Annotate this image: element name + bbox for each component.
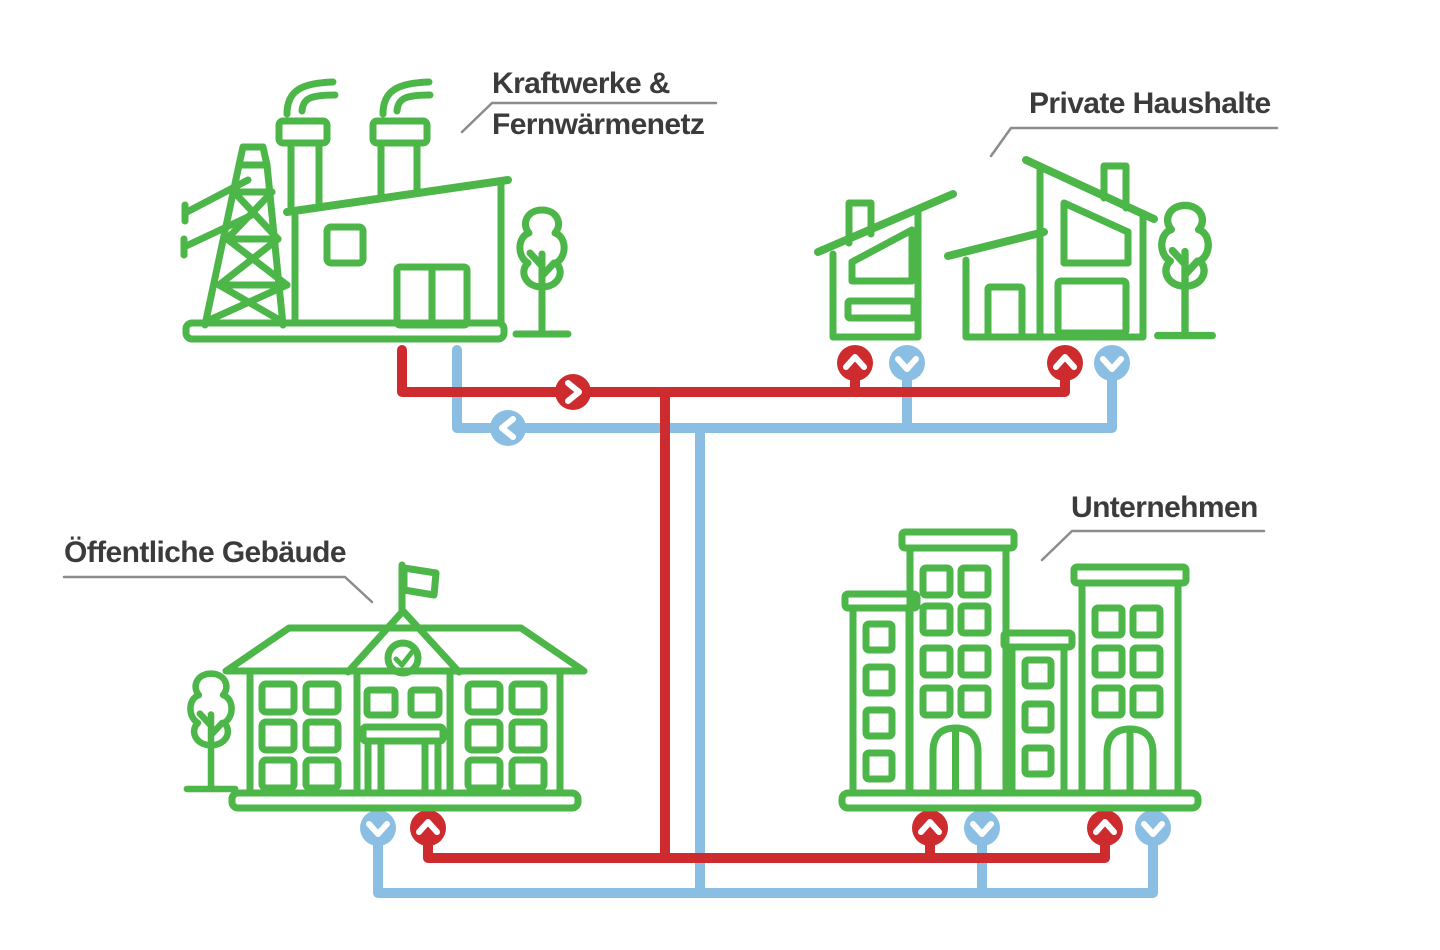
office-tower [898, 528, 1018, 797]
leader-public-buildings [62, 575, 374, 604]
chevron-down-icon [366, 821, 390, 837]
label-leader-lines [62, 101, 1279, 604]
chevron-down-icon [1141, 821, 1165, 837]
school-building-icon [187, 561, 588, 812]
label-power-plant-line2: Fernwärmenetz [492, 108, 705, 141]
entrance-tower [344, 561, 463, 797]
leader-companies [1040, 529, 1266, 562]
column [421, 737, 442, 797]
window [407, 686, 443, 719]
office-buildings-icon [838, 528, 1202, 812]
supply-flow-marker [555, 374, 591, 410]
chimney [369, 117, 431, 147]
flag-icon [400, 564, 440, 599]
house-small [814, 190, 957, 341]
window [844, 297, 918, 322]
supply-pipe-network [397, 345, 1110, 863]
tree-icon [516, 210, 568, 334]
power-plant-icon [180, 78, 568, 343]
ground-line [838, 789, 1202, 812]
return-flow-marker [490, 410, 526, 446]
chevron-up-icon [843, 354, 867, 370]
label-public-buildings: Öffentliche Gebäude [64, 536, 347, 569]
ground-line [182, 319, 508, 343]
supply-flow-marker [912, 810, 948, 846]
supply-flow-marker [1087, 810, 1123, 846]
flow-markers [360, 345, 1171, 846]
supply-pipe-bottom [423, 838, 1110, 863]
window [1054, 277, 1130, 337]
chevron-down-icon [970, 821, 994, 837]
chevron-left-icon [499, 416, 516, 440]
tree-icon [1158, 205, 1213, 335]
return-pipe-bottom [373, 838, 1158, 898]
house-large [944, 156, 1158, 341]
supply-flow-marker [837, 345, 873, 381]
return-flow-marker [1135, 810, 1171, 846]
return-flow-marker [964, 810, 1000, 846]
chevron-up-icon [918, 819, 942, 835]
arched-door [1103, 725, 1157, 797]
office-tower [1000, 629, 1076, 797]
leader-power-plant [460, 101, 718, 134]
window [363, 686, 399, 719]
chevron-down-icon [895, 356, 919, 372]
smoke [283, 78, 339, 118]
chimney [275, 117, 331, 147]
chimney [845, 199, 875, 247]
column [364, 737, 385, 797]
chimney [1100, 162, 1130, 212]
office-tower [1070, 563, 1190, 797]
chevron-up-icon [1093, 819, 1117, 835]
window [848, 226, 916, 285]
label-households: Private Haushalte [1029, 87, 1271, 120]
label-power-plant-line1: Kraftwerke & [492, 67, 670, 100]
chevron-down-icon [1100, 356, 1124, 372]
leader-households [989, 126, 1279, 158]
label-companies: Unternehmen [1071, 491, 1258, 524]
door [984, 283, 1026, 341]
supply-flow-marker [1047, 345, 1083, 381]
windows [464, 680, 548, 792]
arched-door [929, 724, 982, 797]
factory-building [275, 78, 512, 329]
windows [258, 680, 342, 792]
chevron-up-icon [416, 819, 440, 835]
return-flow-marker [889, 345, 925, 381]
window [1060, 199, 1132, 267]
supply-flow-marker [410, 810, 446, 846]
roof [222, 624, 588, 675]
clock-icon [384, 639, 422, 677]
chevron-up-icon [1053, 354, 1077, 370]
smoke [379, 78, 434, 118]
power-pylon [180, 143, 291, 329]
chevron-right-icon [565, 380, 582, 404]
office-tower [841, 590, 921, 797]
houses-icon [814, 156, 1213, 341]
entrance-canopy [359, 723, 447, 745]
factory-window [323, 223, 367, 267]
return-flow-marker [1094, 345, 1130, 381]
tree-icon [187, 674, 235, 789]
supply-pipe-main [397, 345, 1070, 397]
return-flow-marker [360, 810, 396, 846]
ground-line [228, 789, 582, 812]
